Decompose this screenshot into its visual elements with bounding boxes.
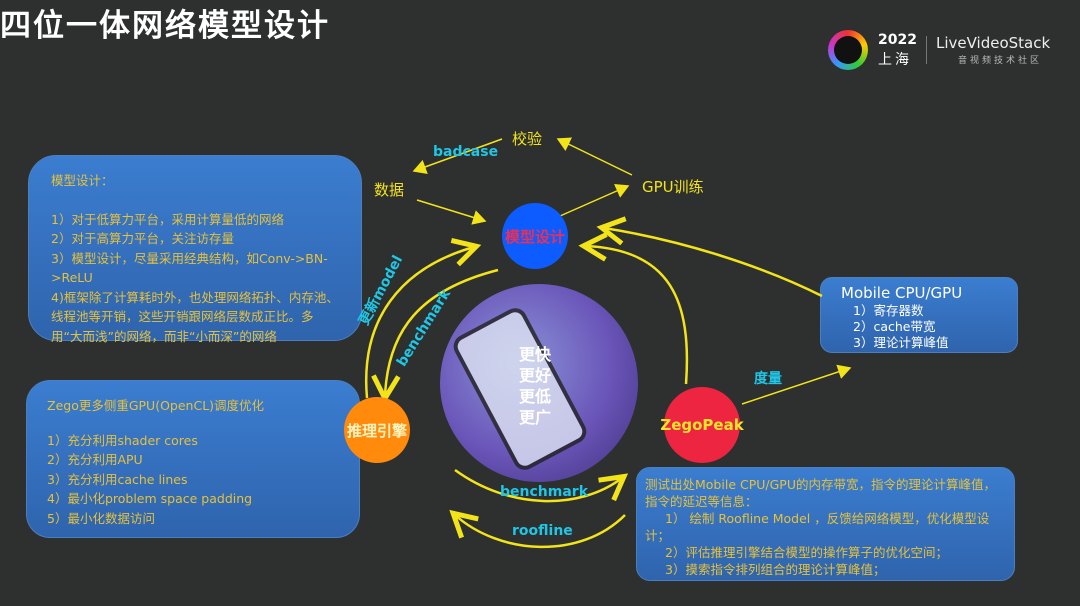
label-benchmark-bottom: benchmark [500, 484, 588, 500]
label-gpu-train: GPU训练 [642, 178, 704, 196]
arrow-verify-data [412, 138, 503, 174]
list-item: 1） 绘制 Roofline Model ，反馈给网络模型，优化模型设计； [645, 511, 990, 543]
arrow-peak-mobile [741, 364, 852, 405]
mobile-box: Mobile CPU/GPU 1）寄存器数 2）cache带宽 3）理论计算峰值 [820, 277, 1018, 353]
arrow-peak-model [586, 246, 689, 385]
node-label: 模型设计 [504, 227, 565, 246]
arrow-benchmark-bottom [454, 468, 622, 503]
list-item: 3）摸索指令排列组合的理论计算峰值； [665, 562, 886, 577]
label-measure: 度量 [754, 371, 782, 387]
list-item: 2）充分利用APU [47, 452, 143, 467]
label-roofline: roofline [512, 523, 573, 539]
event-city: 上海 [878, 52, 912, 68]
list-item: 1）寄存器数 [853, 303, 924, 318]
list-item: 2）cache带宽 [853, 319, 936, 334]
arrow-mobile-model [604, 228, 823, 298]
engine-box: Zego更多侧重GPU(OpenCL)调度优化 1）充分利用shader cor… [26, 380, 360, 538]
list-item: 1）对于低算力平台，采用计算量低的网络 [51, 211, 284, 227]
box-intro: 测试出处Mobile CPU/GPU的内存带宽，指令的理论计算峰值，指令的延迟等… [645, 477, 996, 509]
label-badcase: badcase [433, 144, 499, 160]
zegopeak-box: 测试出处Mobile CPU/GPU的内存带宽，指令的理论计算峰值，指令的延迟等… [636, 467, 1015, 581]
list-item: 4）最小化problem space padding [47, 491, 253, 506]
brand-name: LiveVideoStack [936, 34, 1051, 52]
center-line: 更好 [519, 366, 552, 385]
logo: 2022 上海 LiveVideoStack 音视频技术社区 [828, 30, 1068, 70]
node-label: 推理引擎 [346, 421, 407, 440]
center-line: 更快 [519, 345, 552, 364]
arrow-roofline [455, 515, 626, 549]
list-item: 3）充分利用cache lines [47, 471, 188, 487]
center-line: 更广 [519, 408, 552, 427]
center-image [440, 284, 638, 482]
center-line: 更低 [519, 387, 552, 406]
node-model-design: 模型设计 [502, 203, 568, 269]
node-zegopeak: ZegoPeak [660, 387, 744, 463]
list-item: 2）对于高算力平台，关注访存量 [51, 231, 234, 246]
model-design-box: 模型设计： 1）对于低算力平台，采用计算量低的网络 2）对于高算力平台，关注访存… [28, 155, 362, 344]
arrow-model-train [559, 183, 630, 217]
event-year: 2022 [878, 32, 917, 48]
box-heading: 模型设计： [51, 173, 114, 188]
label-verify: 校验 [512, 130, 543, 148]
list-item: 4)框架除了计算耗时外，也处理网络拓扑、内存池、线程池等开销，这些开销跟网络层数… [51, 289, 339, 344]
list-item: 2）评估推理引擎结合模型的操作算子的优化空间； [665, 545, 948, 560]
label-data: 数据 [374, 181, 405, 199]
arrow-train-verify [556, 137, 633, 176]
node-label: ZegoPeak [660, 416, 744, 434]
box-heading: Mobile CPU/GPU [841, 284, 963, 302]
arrow-benchmark-left [385, 268, 499, 396]
list-item: 1）充分利用shader cores [47, 432, 198, 448]
arrow-data-model [416, 199, 487, 225]
list-item: 3）理论计算峰值 [853, 335, 949, 350]
list-item: 3）模型设计，尽量采用经典结构，如Conv->BN->ReLU [51, 250, 328, 286]
node-inference-engine: 推理引擎 [344, 397, 410, 463]
event-logo-ring [828, 30, 868, 70]
center-text: 更快 更好 更低 更广 [519, 344, 551, 428]
list-item: 5）最小化数据访问 [47, 510, 155, 526]
box-heading: Zego更多侧重GPU(OpenCL)调度优化 [47, 398, 265, 413]
page-title: 四位一体网络模型设计 [0, 8, 330, 44]
brand-sub: 音视频技术社区 [958, 56, 1043, 66]
arrow-update-model [364, 247, 474, 399]
